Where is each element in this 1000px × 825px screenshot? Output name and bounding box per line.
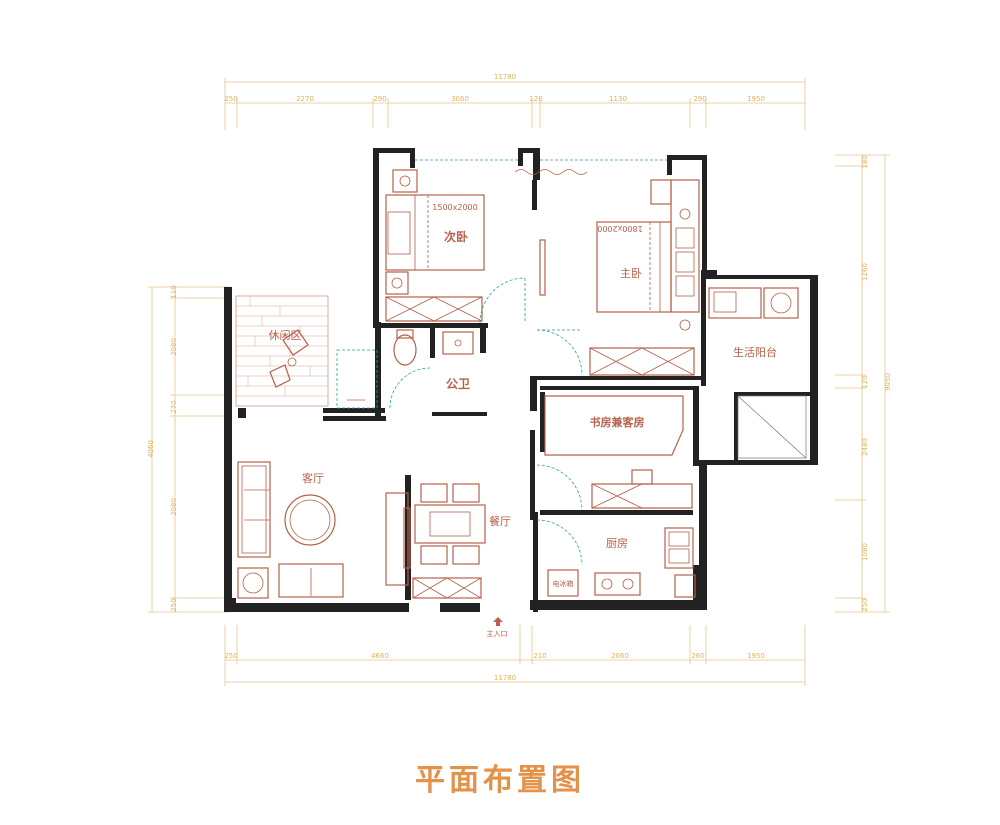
label-dining: 餐厅	[489, 514, 511, 528]
balcony-furniture	[708, 287, 807, 459]
right-dim-6: 250	[861, 598, 869, 611]
label-bathroom: 公卫	[446, 377, 470, 391]
top-dim-2: 2270	[296, 95, 314, 103]
left-dim-1: 110	[170, 285, 178, 298]
label-fridge: 电冰箱	[553, 579, 574, 588]
label-master-bed-size: 1800x2000	[597, 224, 642, 233]
top-dim-1: 250	[224, 95, 237, 103]
master-bedroom-furniture	[415, 159, 700, 376]
left-dimensions: 110 2080 270 4060 2080 250	[147, 285, 230, 613]
bottom-dim-3: 210	[533, 652, 546, 660]
walls	[224, 148, 818, 612]
left-dim-5: 2080	[170, 498, 178, 516]
bathroom-furniture	[336, 329, 474, 409]
bottom-total-dim: 11780	[494, 674, 516, 682]
doors	[479, 277, 583, 566]
bottom-dim-6: 1950	[747, 652, 765, 660]
label-living: 客厅	[302, 471, 324, 485]
right-dim-total: 9050	[884, 373, 892, 391]
entrance-marker	[493, 617, 503, 626]
left-dim-2: 2080	[170, 338, 178, 356]
kitchen-furniture	[547, 527, 696, 598]
second-bedroom-furniture	[385, 169, 485, 322]
label-leisure: 休闲区	[269, 328, 302, 342]
left-dim-4: 4060	[147, 440, 155, 458]
living-furniture	[237, 461, 344, 599]
bottom-dim-4: 2060	[611, 652, 629, 660]
right-dim-5: 1080	[861, 543, 869, 561]
right-dim-1: 180	[861, 155, 869, 168]
label-balcony: 生活阳台	[733, 345, 777, 359]
top-dim-8: 1950	[747, 95, 765, 103]
label-second-bed-size: 1500x2000	[432, 203, 477, 212]
right-dimensions: 180 1260 120 2480 1080 250 9050	[835, 154, 892, 613]
left-dim-6: 250	[170, 598, 178, 611]
top-total-dim: 11780	[494, 73, 516, 81]
top-dim-4: 3060	[451, 95, 469, 103]
bottom-dim-1: 250	[224, 652, 237, 660]
right-dim-3: 120	[861, 375, 869, 388]
right-dim-4: 2480	[861, 438, 869, 456]
top-dim-7: 290	[693, 95, 706, 103]
page-title: 平面布置图	[415, 763, 585, 798]
bottom-dim-2: 4660	[371, 652, 389, 660]
label-master-bedroom: 主卧	[620, 267, 642, 280]
label-study: 书房兼客房	[590, 415, 645, 429]
label-entrance: 主入口	[487, 629, 508, 638]
top-dim-3: 290	[373, 95, 386, 103]
bottom-dim-5: 260	[691, 652, 704, 660]
bottom-dimensions: 250 4660 210 2060 260 1950 11780	[224, 625, 806, 686]
leisure-hatch	[235, 295, 329, 407]
label-kitchen: 厨房	[606, 537, 628, 550]
label-second-bedroom: 次卧	[444, 229, 468, 244]
top-dimensions: 11780 250 2270 290 3060 120 1130 290 195…	[224, 73, 806, 130]
dining-furniture	[385, 483, 486, 599]
study-furniture	[544, 395, 693, 509]
top-dim-6: 1130	[609, 95, 627, 103]
left-dim-3: 270	[170, 400, 178, 413]
right-dim-2: 1260	[861, 263, 869, 281]
top-dim-5: 120	[529, 95, 542, 103]
